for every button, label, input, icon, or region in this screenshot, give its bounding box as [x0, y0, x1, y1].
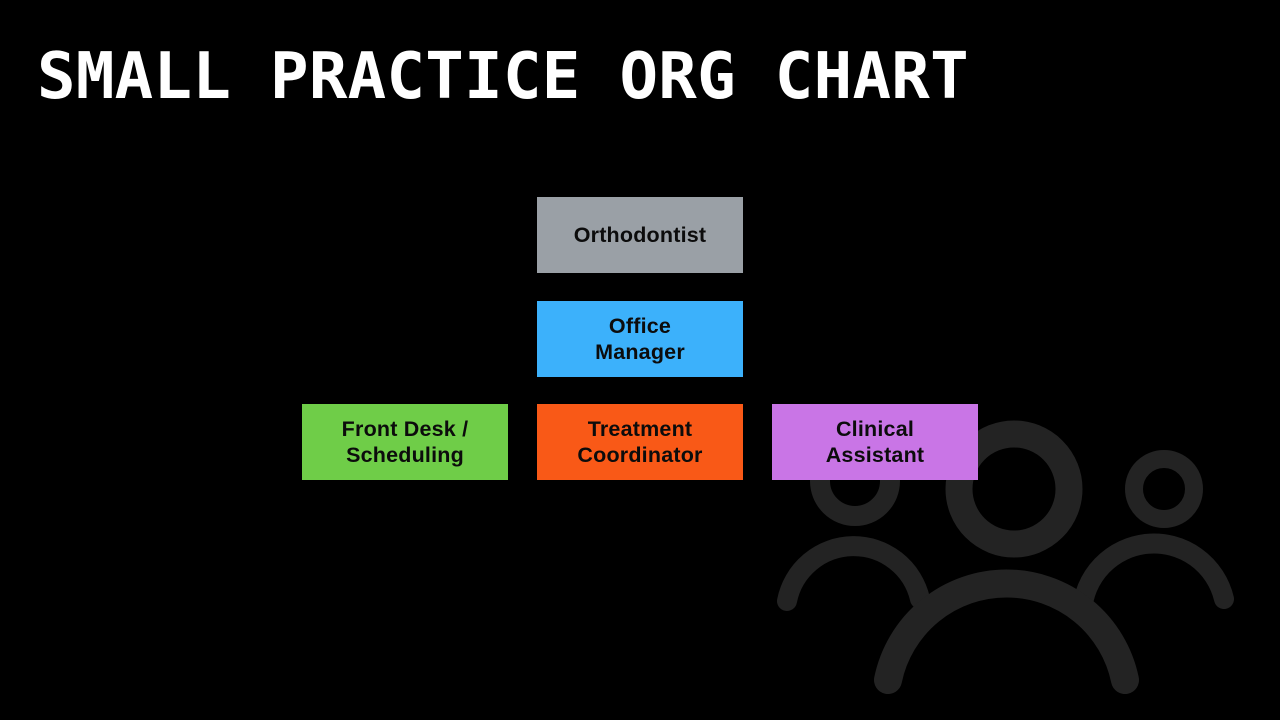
org-box-office-manager: Office Manager	[537, 301, 743, 377]
center-person-head	[945, 420, 1083, 558]
right-person-body	[1072, 533, 1234, 622]
right-person-head	[1125, 450, 1203, 528]
org-box-orthodontist: Orthodontist	[537, 197, 743, 273]
org-box-treatment-coordinator: Treatment Coordinator	[537, 404, 743, 480]
team-people-icon-group	[777, 420, 1234, 694]
org-box-treatment-coordinator-label: Treatment Coordinator	[577, 417, 703, 467]
left-person-body	[777, 536, 930, 611]
org-box-clinical-assistant: Clinical Assistant	[772, 404, 978, 480]
org-box-office-manager-label: Office Manager	[595, 314, 685, 364]
org-box-orthodontist-label: Orthodontist	[573, 223, 707, 247]
org-box-clinical-assistant-label: Clinical Assistant	[825, 417, 925, 467]
page-title: SMALL PRACTICE ORG CHART	[37, 40, 969, 114]
org-box-front-desk-label: Front Desk / Scheduling	[341, 417, 469, 467]
org-box-front-desk-scheduling: Front Desk / Scheduling	[302, 404, 508, 480]
center-person-body	[874, 569, 1139, 694]
